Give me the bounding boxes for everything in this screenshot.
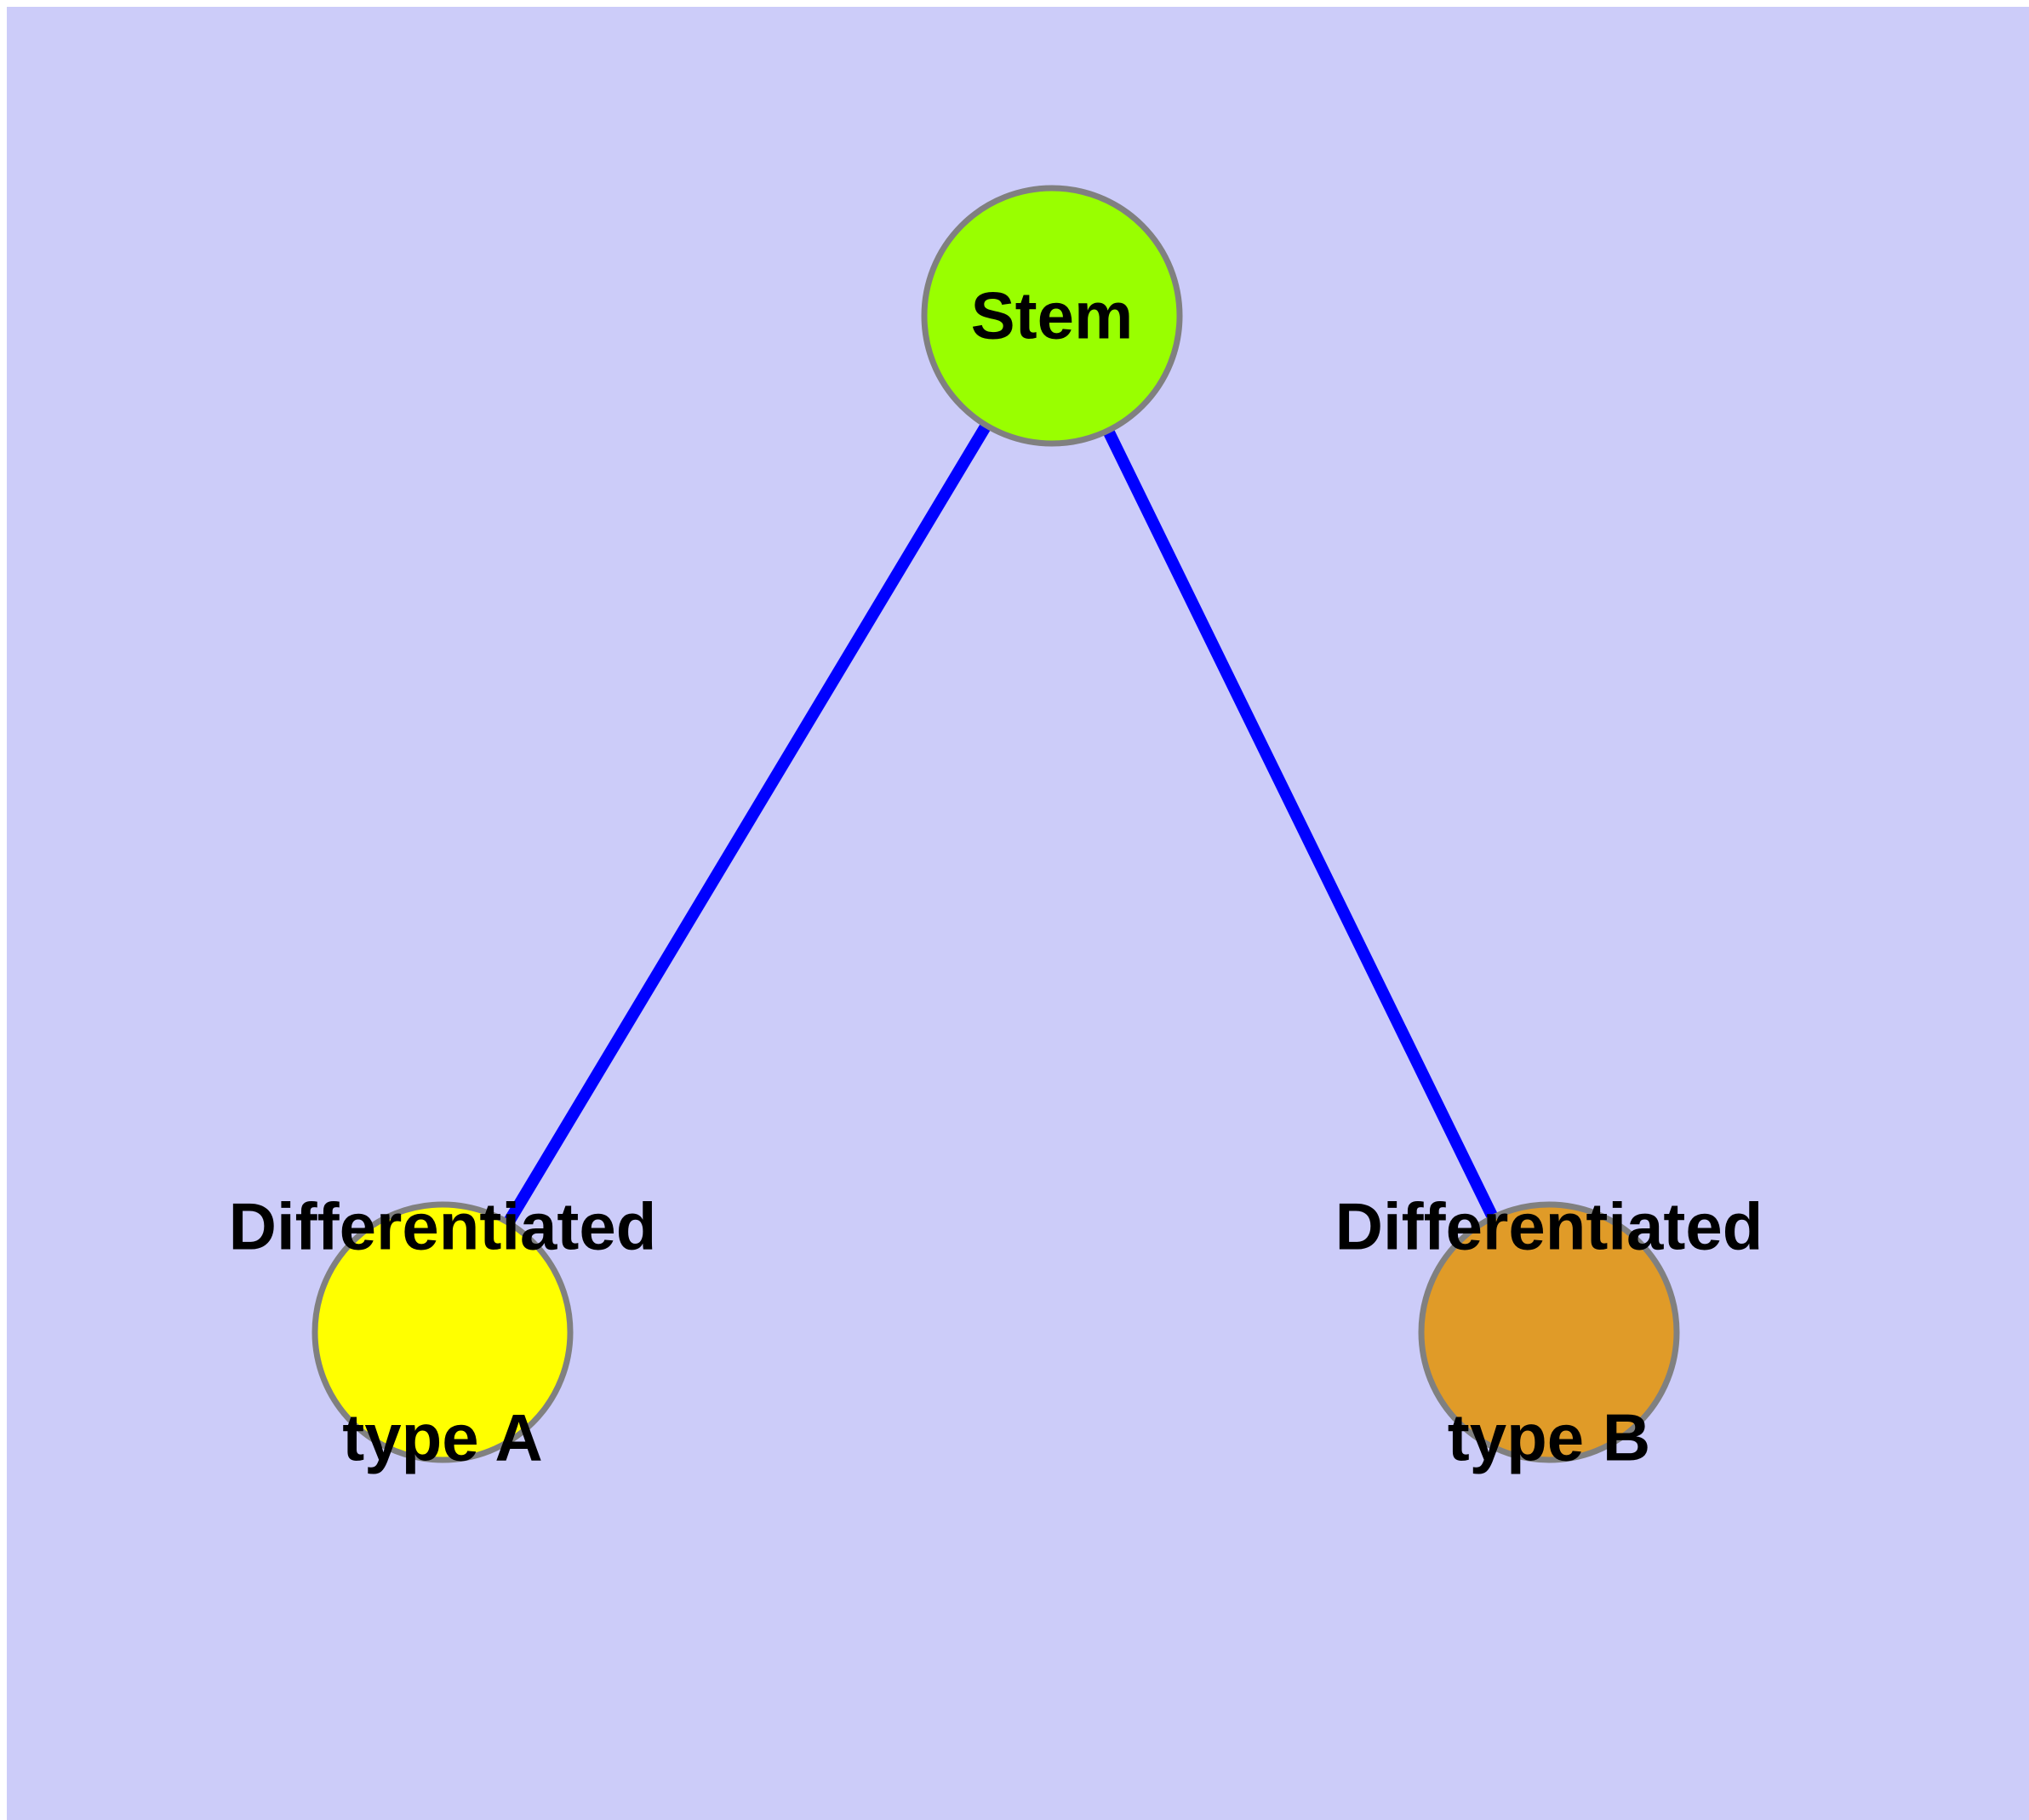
edge-layer <box>437 312 1555 1336</box>
node-layer <box>311 185 1680 1463</box>
node-differentiated-type-b[interactable] <box>1418 1201 1680 1463</box>
edge-stem-to-differentiated-type-a <box>437 312 1058 1336</box>
node-stem[interactable] <box>921 185 1183 447</box>
node-differentiated-type-a[interactable] <box>311 1201 574 1463</box>
edge-stem-to-differentiated-type-b <box>1046 312 1555 1336</box>
